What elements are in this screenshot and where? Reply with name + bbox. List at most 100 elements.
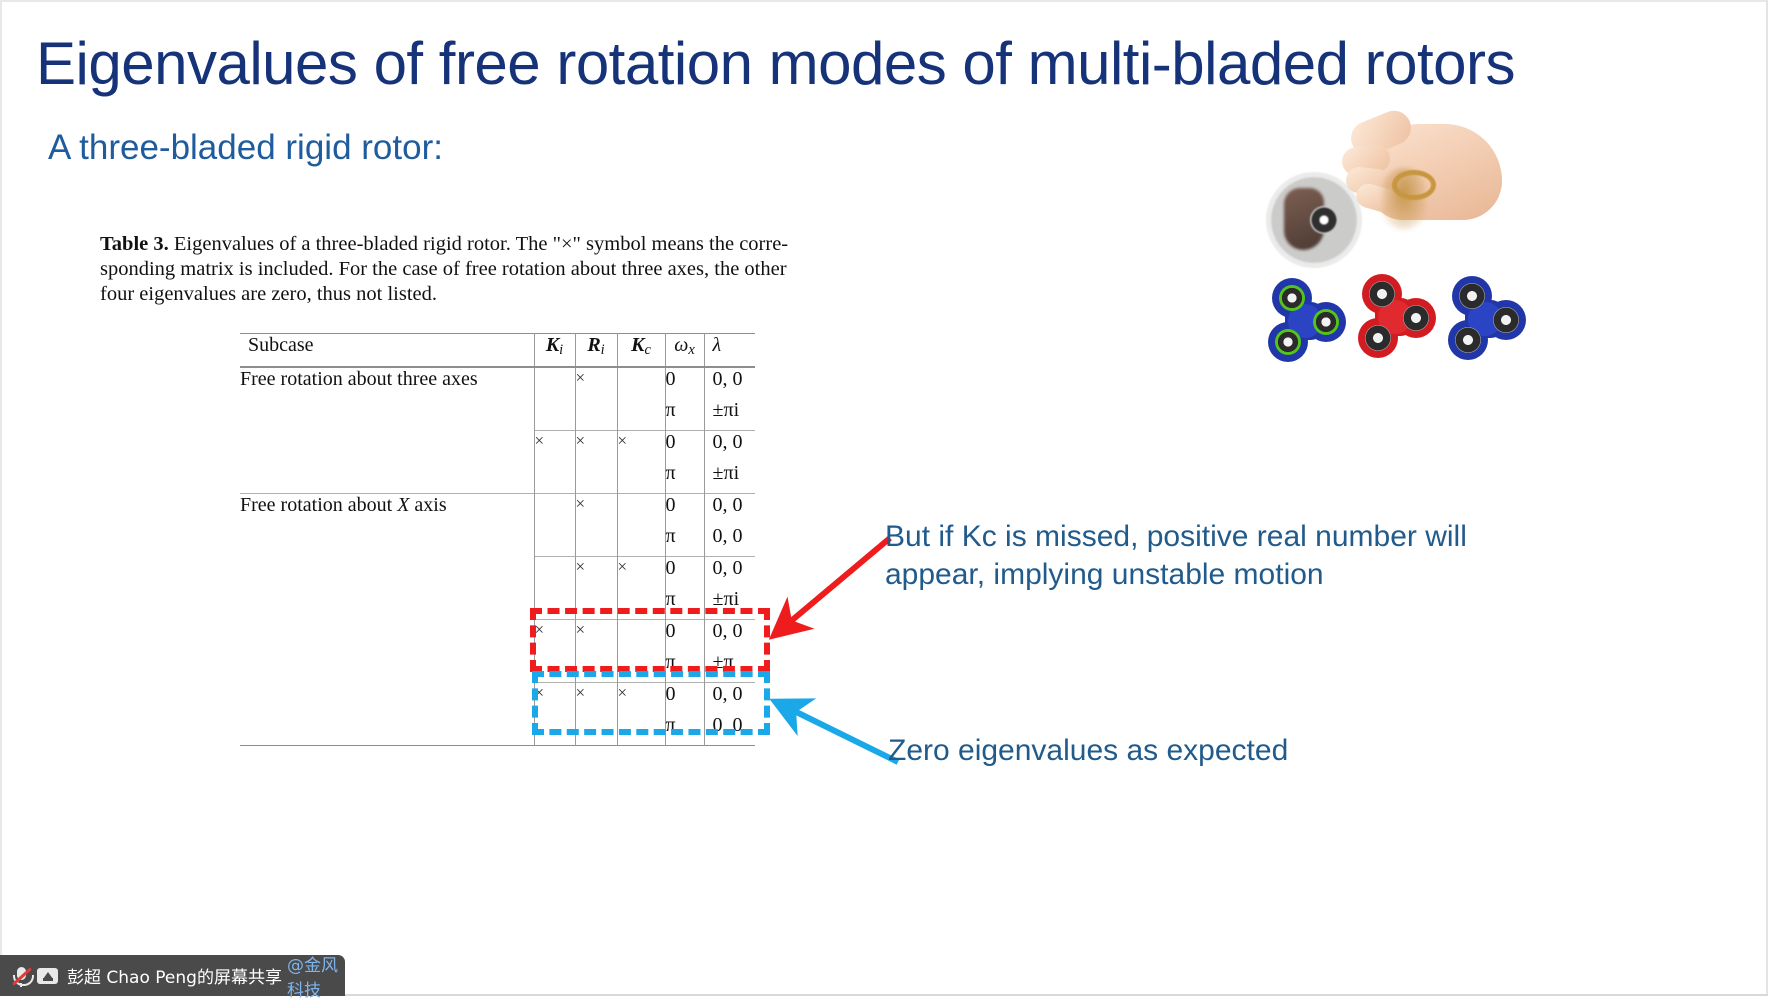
cell-omega: 0 [664,682,704,714]
cell-omega: π [664,399,704,431]
cell-ki [533,588,575,620]
screen-share-icon[interactable] [34,963,60,989]
cell-lambda: 0, 0 [703,430,755,462]
eigenvalue-table: Subcase Ki Ri Kc ωx λ Free rot [240,333,755,752]
table-caption-line1: Eigenvalues of a three-bladed rigid roto… [173,233,789,255]
cell-kc: × [616,682,665,714]
cell-lambda: ±πi [703,399,755,431]
hand-spinning-illustration [1336,105,1526,250]
cell-omega: π [664,525,704,557]
eigenvalue-table-wrapper: Subcase Ki Ri Kc ωx λ Free rot [240,333,755,752]
window-edge-top [0,0,1768,2]
cell-omega: 0 [664,556,704,588]
cell-ki [533,493,575,525]
cell-lambda: ±πi [703,588,755,620]
cell-lambda: 0, 0 [703,367,755,399]
table-row-highlight-red: × × 0 0, 0 [240,619,755,651]
cell-ri: × [574,556,617,588]
blurred-spinner-illustration [1266,172,1362,268]
cell-ki [533,462,575,494]
table-caption-line2: sponding matrix is included. For the cas… [100,258,787,280]
annotation-red: But if Kc is missed, positive real numbe… [885,518,1505,593]
table-bottom-rule [240,745,755,752]
cell-kc [616,588,665,620]
row-subcase-three-axes: Free rotation about three axes [240,368,478,390]
table-row: × × 0 0, 0 [240,556,755,588]
cell-ki [533,556,575,588]
cell-kc [616,462,665,494]
red-arrow-icon [768,535,892,640]
spinner-blue-green [1260,278,1350,364]
cell-omega: 0 [664,430,704,462]
cell-ri [574,588,617,620]
cell-ri [574,525,617,557]
spinner-red [1350,274,1440,360]
table-row-highlight-blue: × × × 0 0, 0 [240,682,755,714]
row-subcase-x-axis: Free rotation about X axis [240,493,534,746]
cell-ki: × [533,430,575,462]
cell-kc [616,493,665,525]
cell-ri [574,399,617,431]
header-subcase: Subcase [248,334,314,356]
share-org-tag: @金风科技 [286,955,338,1001]
cell-ki [533,714,575,746]
table-caption-label: Table 3. [100,233,169,255]
cell-ki [533,399,575,431]
table-header-row: Subcase Ki Ri Kc ωx λ [240,333,755,367]
spinner-blue-black [1440,276,1530,362]
table-row: π 0, 0 [240,525,755,557]
cell-kc [616,714,665,746]
cell-omega: 0 [664,493,704,525]
annotation-blue: Zero eigenvalues as expected [888,734,1289,767]
table-row: π ±πi [240,462,755,494]
blue-arrow-icon [769,698,900,765]
cell-lambda: 0, 0 [703,556,755,588]
header-ri: Ri [574,333,617,367]
header-ki: Ki [533,333,575,367]
cell-kc [616,525,665,557]
window-edge-right [1766,0,1768,996]
cell-omega: π [664,651,704,683]
cell-omega: π [664,588,704,620]
share-owner-label: 彭超 Chao Peng的屏幕共享 [67,968,282,988]
cell-lambda: ±π [703,651,755,683]
table-row: π ±πi [240,588,755,620]
cell-ri [574,714,617,746]
cell-ri [574,462,617,494]
cell-ki [533,367,575,399]
slide-title: Eigenvalues of free rotation modes of mu… [36,30,1515,97]
cell-lambda: 0, 0 [703,682,755,714]
cell-omega: 0 [664,619,704,651]
cell-lambda: 0, 0 [703,493,755,525]
cell-ri: × [574,493,617,525]
table-row: × × × 0 0, 0 [240,430,755,462]
table-caption: Table 3. Eigenvalues of a three-bladed r… [100,232,895,307]
cell-kc: × [616,556,665,588]
fidget-spinner-photo [1258,105,1530,368]
window-edge-bottom [0,994,1768,996]
cell-ri: × [574,619,617,651]
cell-ki [533,525,575,557]
cell-ri: × [574,682,617,714]
annotation-red-line1: But if Kc is missed, positive real numbe… [885,520,1467,553]
annotation-red-line2: appear, implying unstable motion [885,557,1324,591]
cell-lambda: 0, 0 [703,714,755,746]
screen-share-taskbar[interactable]: 彭超 Chao Peng的屏幕共享 @金风科技 [0,955,345,1001]
microphone-muted-icon[interactable] [8,963,34,989]
window-edge-left [0,0,2,996]
cell-kc [616,619,665,651]
cell-kc [616,399,665,431]
table-row: Free rotation about X axis × 0 0, 0 [240,493,755,746]
cell-omega: π [664,462,704,494]
cell-ki: × [533,619,575,651]
cell-lambda: ±πi [703,462,755,494]
cell-ki: × [533,682,575,714]
header-kc: Kc [616,333,665,367]
cell-kc: × [616,430,665,462]
cell-kc [616,367,665,399]
cell-omega: 0 [664,367,704,399]
cell-kc [616,651,665,683]
cell-lambda: 0, 0 [703,525,755,557]
cell-ri: × [574,430,617,462]
